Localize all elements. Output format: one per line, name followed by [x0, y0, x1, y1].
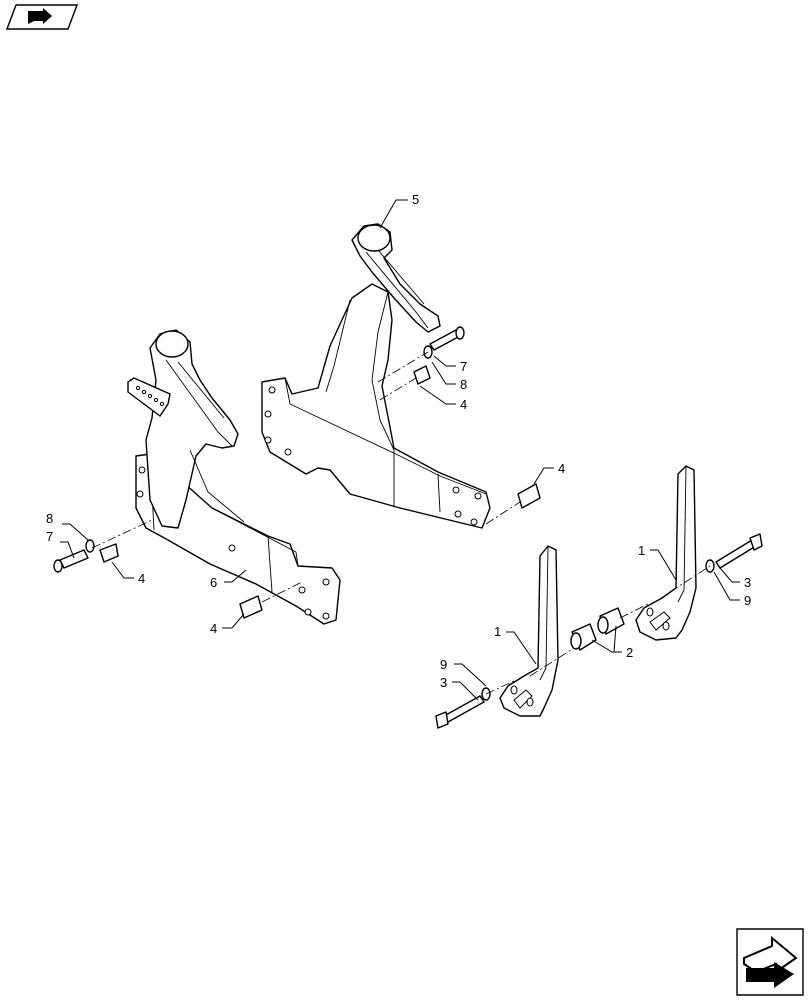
callout-7: 7: [460, 359, 467, 374]
forward-nav-button[interactable]: [736, 928, 804, 996]
callout-3: 3: [440, 675, 447, 690]
callout-4: 4: [558, 461, 565, 476]
back-arrow-icon: [28, 8, 52, 24]
callout-1: 1: [494, 624, 501, 639]
callout-4: 4: [210, 621, 217, 636]
part-bracket-left: [127, 329, 341, 625]
forward-arrow-icon: [743, 935, 798, 988]
callout-7: 7: [46, 529, 53, 544]
callout-9: 9: [440, 657, 447, 672]
callout-5: 5: [412, 192, 419, 207]
callout-6: 6: [210, 575, 217, 590]
callout-3: 3: [744, 575, 751, 590]
part-spacers: [570, 607, 625, 651]
leader-lines: [60, 199, 740, 701]
part-bracket-right: [261, 223, 491, 529]
callout-4: 4: [138, 571, 145, 586]
fasteners: [53, 326, 763, 729]
callout-1: 1: [638, 543, 645, 558]
back-nav-button[interactable]: [6, 4, 78, 30]
callout-4: 4: [460, 397, 467, 412]
callout-8: 8: [460, 377, 467, 392]
part-hanger-left: [499, 545, 559, 717]
part-hanger-right: [635, 465, 697, 641]
callout-2: 2: [626, 645, 633, 660]
callout-8: 8: [46, 511, 53, 526]
centerlines: [91, 351, 711, 695]
callout-labels: 5 7 8 4 4 8 7 4 6 4 1 3 9 1 2 9 3: [46, 192, 751, 690]
callout-9: 9: [744, 593, 751, 608]
